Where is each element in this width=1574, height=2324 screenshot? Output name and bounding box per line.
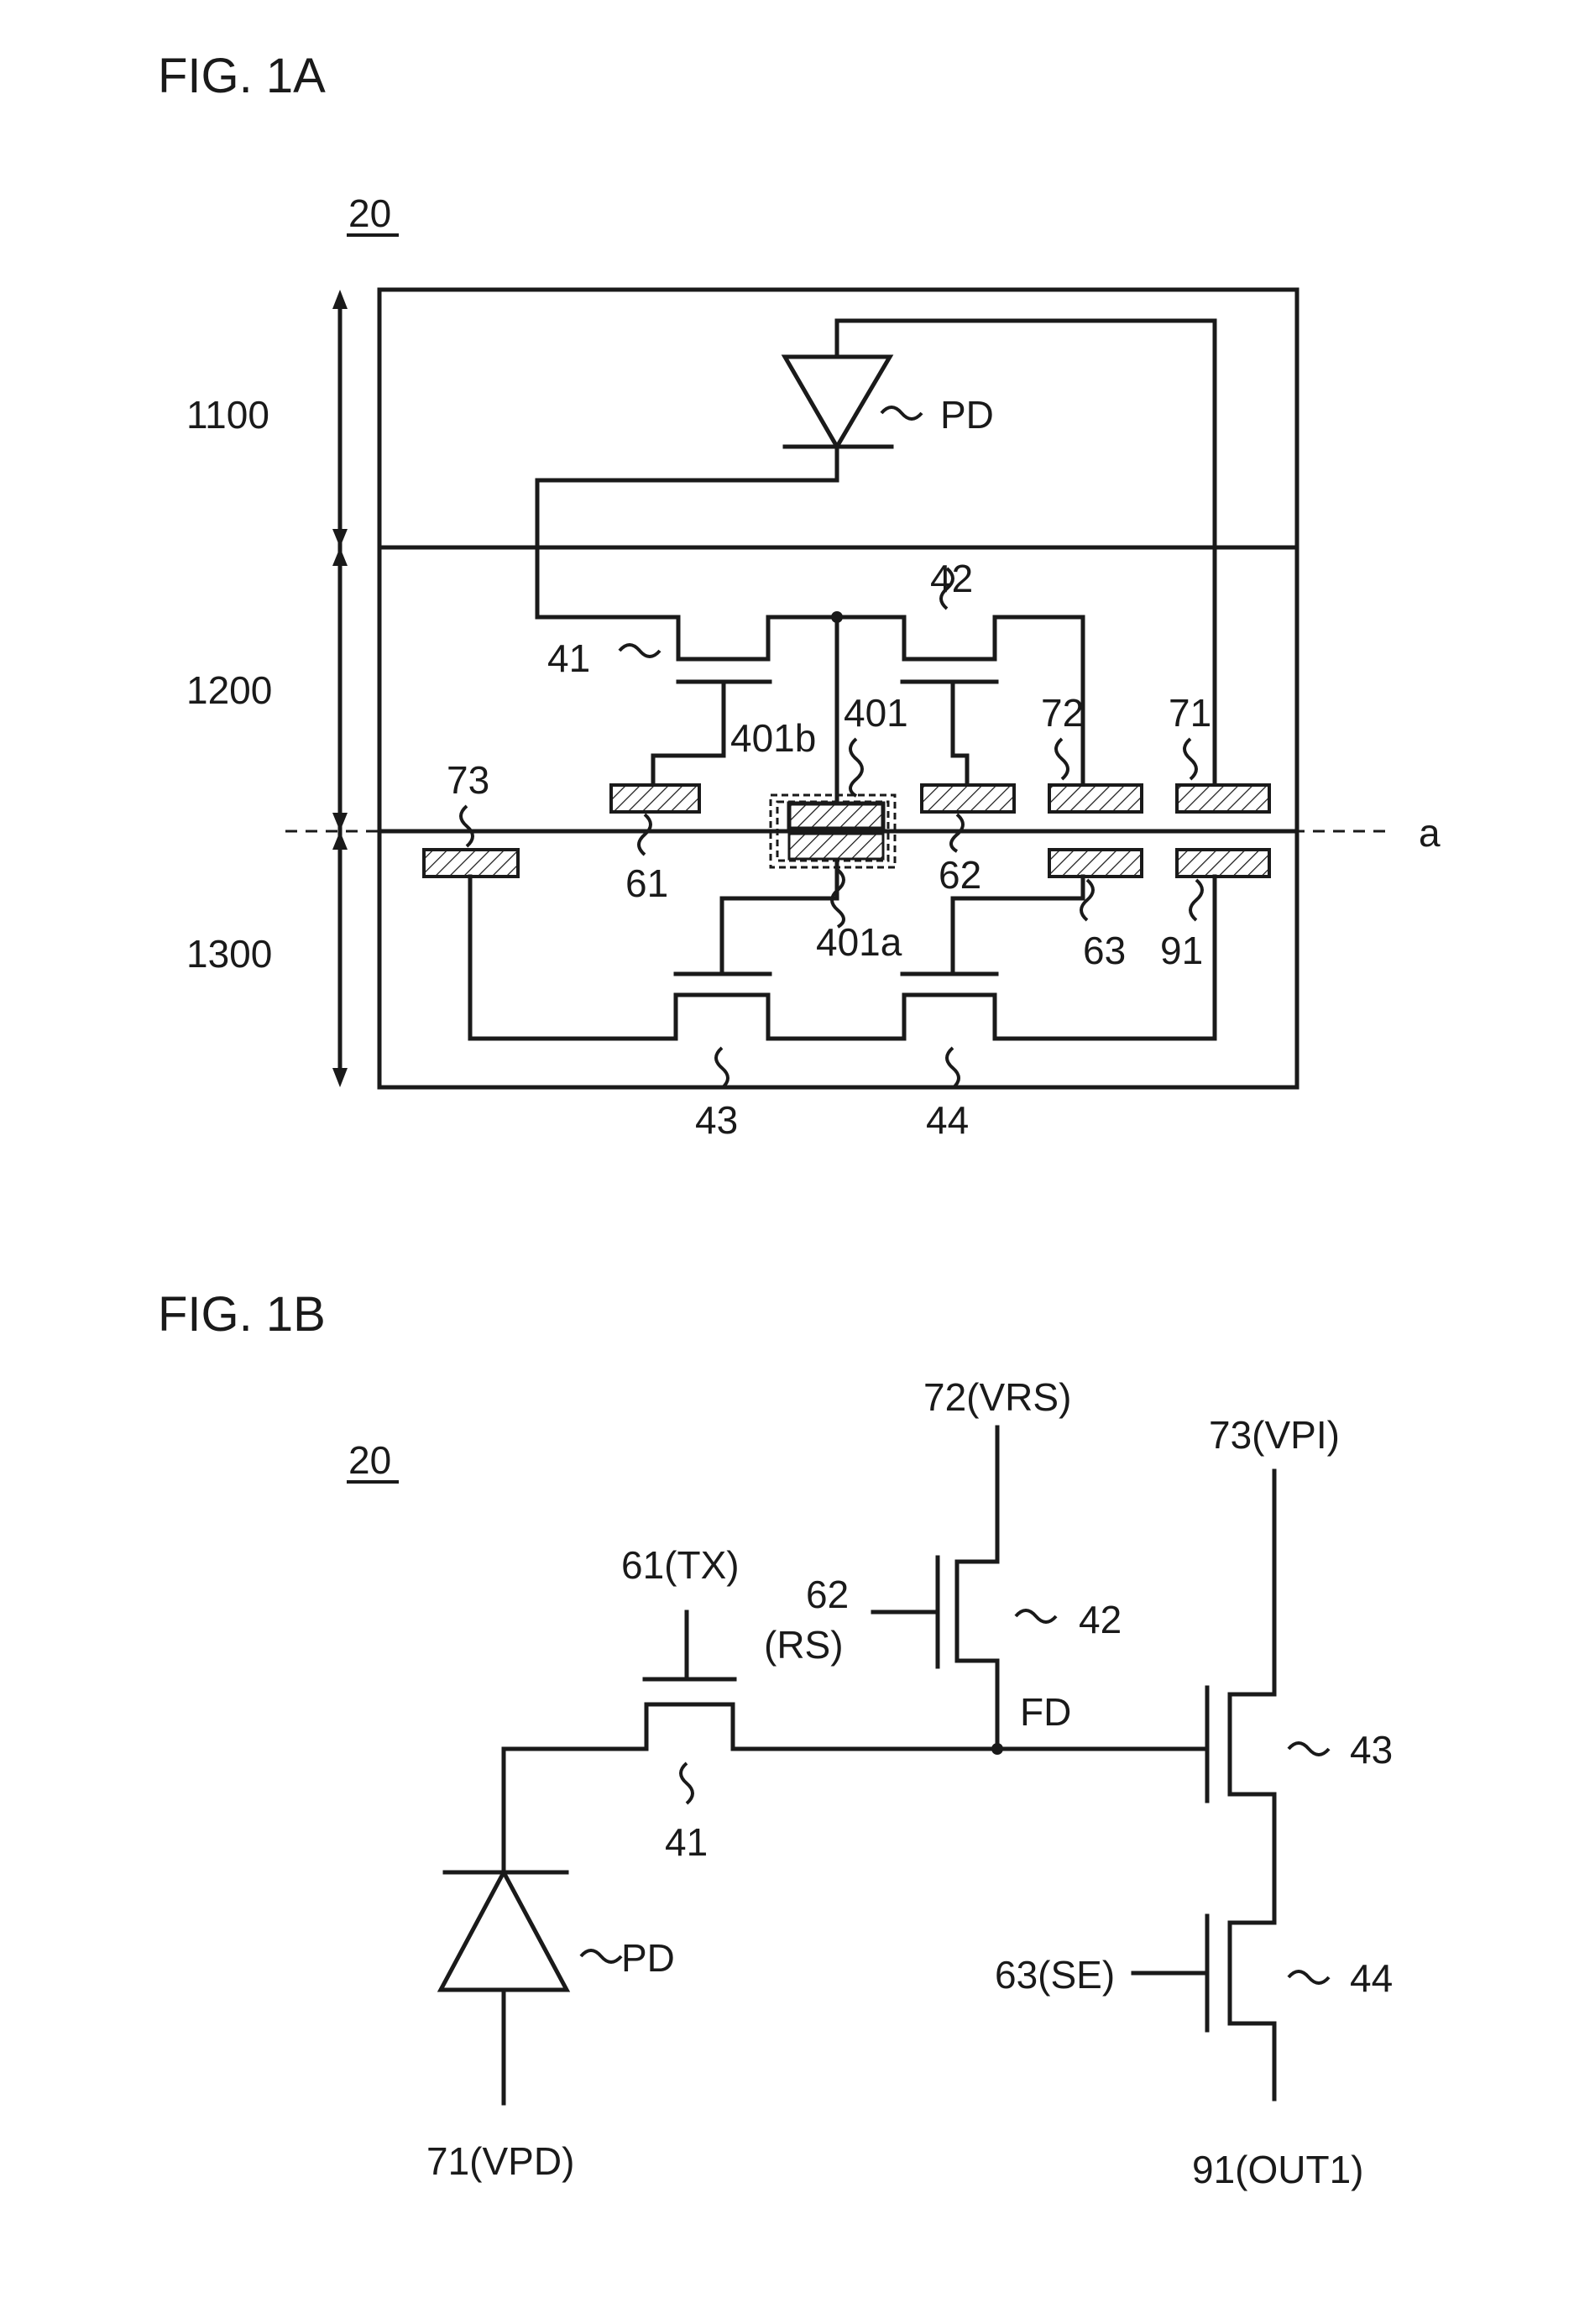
leader-44-top [947, 1048, 959, 1088]
leader-61 [639, 814, 651, 855]
source-follower-transistor-43 [1207, 1471, 1274, 2099]
label-44-top: 44 [926, 1098, 969, 1142]
label-43-top: 43 [695, 1098, 738, 1142]
label-vpi: 73(VPI) [1209, 1413, 1340, 1457]
label-pd-top: PD [940, 393, 994, 437]
region-arrows [332, 290, 348, 1087]
label-se: 63(SE) [995, 1953, 1115, 1997]
region-label-1300: 1300 [186, 932, 272, 976]
leader-91 [1190, 880, 1202, 920]
leader-72 [1056, 739, 1068, 779]
figure-1b: FIG. 1B 20 72(VRS) 73(VPI) 61(TX) 62 (RS… [158, 1287, 1393, 2191]
label-41-top: 41 [547, 636, 590, 680]
label-pd: PD [621, 1936, 675, 1980]
label-41: 41 [665, 1820, 708, 1864]
label-42-top: 42 [930, 557, 973, 600]
leader-pd-top [881, 407, 922, 419]
label-43: 43 [1350, 1728, 1393, 1772]
region-label-1100: 1100 [186, 393, 269, 437]
label-62-top: 62 [939, 853, 981, 897]
figure-1a: FIG. 1A 20 a 1100 1200 1300 PD [158, 49, 1441, 1142]
label-vpd: 71(VPD) [426, 2139, 574, 2183]
leader-41-top [620, 645, 660, 657]
label-91-top: 91 [1160, 929, 1203, 972]
label-42: 42 [1079, 1598, 1122, 1641]
photodiode-pd [441, 1847, 567, 2103]
leader-401 [850, 739, 862, 796]
cut-line-a-label: a [1419, 811, 1441, 855]
transfer-transistor-41 [504, 1612, 1207, 1847]
transistor-41-layout [653, 617, 837, 785]
leader-43-top [716, 1048, 728, 1088]
leader-pd [581, 1950, 621, 1962]
reset-transistor-42 [873, 1427, 997, 1749]
select-transistor-44 [1133, 1916, 1207, 2030]
label-71-top: 71 [1169, 691, 1211, 735]
label-44: 44 [1350, 1956, 1393, 2000]
label-72-top: 72 [1041, 691, 1084, 735]
region-label-1200: 1200 [186, 668, 272, 712]
leader-73 [461, 806, 473, 846]
label-vrs: 72(VRS) [923, 1375, 1071, 1419]
label-63-top: 63 [1083, 929, 1126, 972]
leader-44 [1289, 1971, 1329, 1983]
figure-1b-title: FIG. 1B [158, 1287, 326, 1342]
label-61-top: 61 [625, 861, 668, 905]
leader-43 [1289, 1743, 1329, 1755]
label-73-top: 73 [447, 758, 489, 802]
label-tx: 61(TX) [621, 1543, 740, 1587]
label-fd: FD [1020, 1690, 1071, 1734]
leader-71 [1184, 739, 1196, 779]
figure-1a-title: FIG. 1A [158, 49, 326, 103]
label-401a: 401a [816, 920, 902, 964]
figure-1a-reference: 20 [348, 191, 391, 235]
leader-42 [1016, 1610, 1056, 1622]
label-401b: 401b [730, 716, 816, 760]
pads-upper [611, 785, 1269, 812]
label-401: 401 [844, 691, 908, 735]
label-out1: 91(OUT1) [1192, 2148, 1363, 2191]
leader-41 [681, 1763, 693, 1803]
figure-1b-reference: 20 [348, 1438, 391, 1482]
label-rs-number: 62 [806, 1573, 849, 1616]
label-rs: (RS) [764, 1623, 844, 1667]
